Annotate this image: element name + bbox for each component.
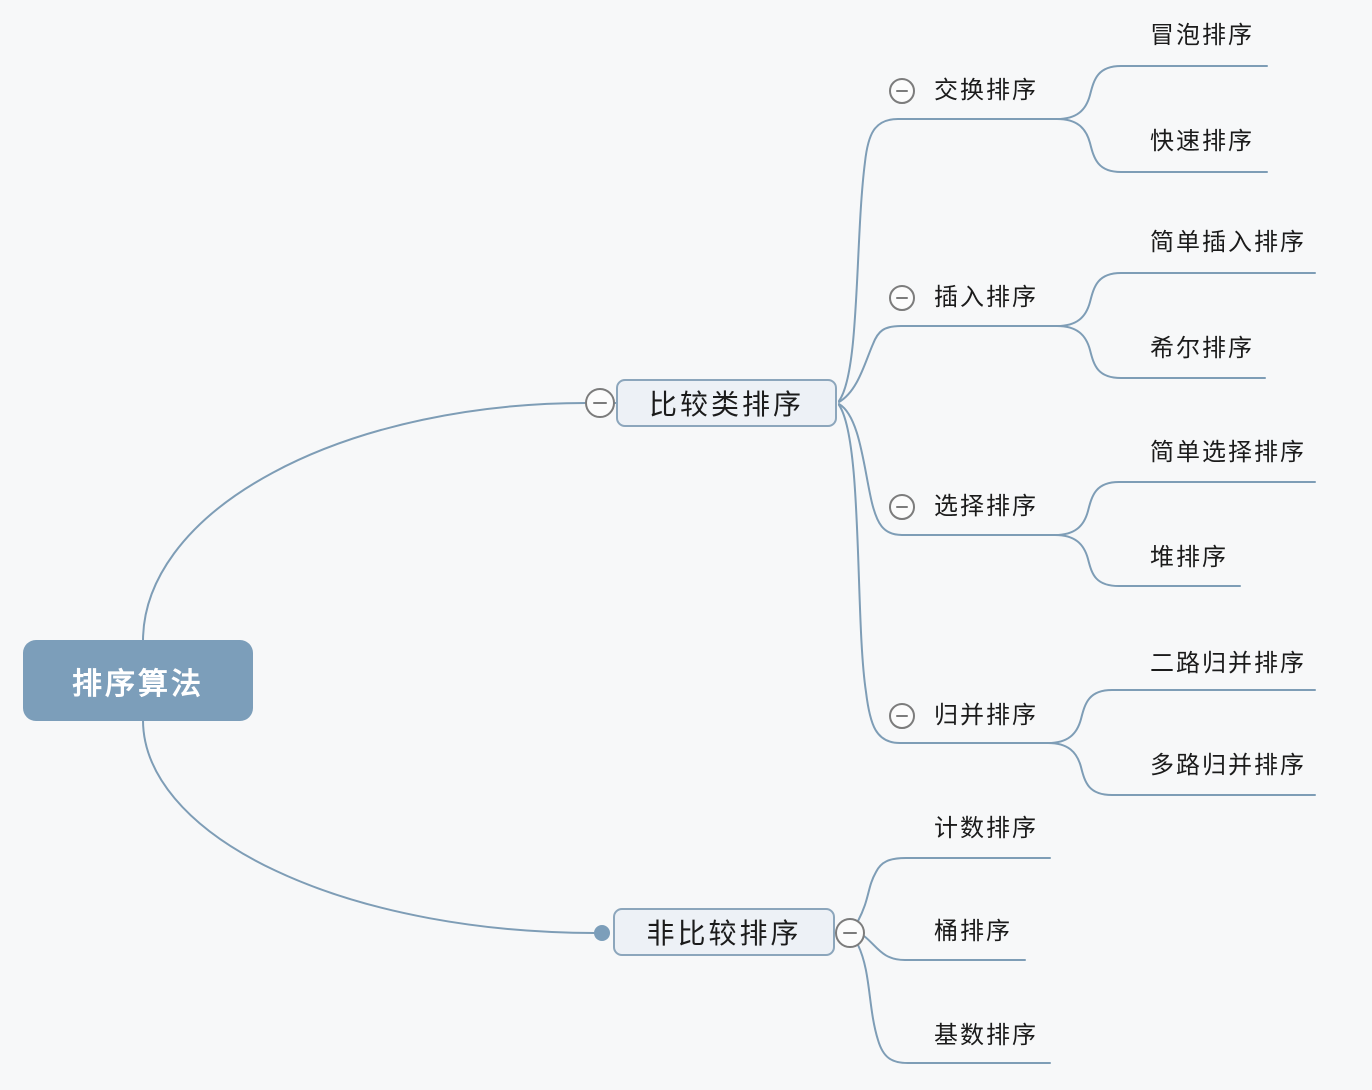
root-topic-sorting-algorithms[interactable]: 排序算法 bbox=[23, 640, 253, 721]
leaf-heap-sort[interactable]: 堆排序 bbox=[1150, 544, 1228, 571]
branch-non-comparison-sort-label: 非比较排序 bbox=[646, 918, 802, 949]
connector-bucket-sort bbox=[863, 935, 1026, 961]
branch-comparison-sort-label: 比较类排序 bbox=[648, 389, 804, 420]
connector-root-to-non-comparison bbox=[142, 719, 597, 935]
connector-bubble-sort bbox=[1056, 65, 1268, 120]
collapse-merge-sort-minus-icon[interactable] bbox=[889, 703, 915, 729]
connector-two-way-merge-sort bbox=[1047, 689, 1316, 744]
minus-bar bbox=[895, 90, 909, 92]
connector-merge-sort bbox=[838, 404, 1049, 744]
topic-selection-sort[interactable]: 选择排序 bbox=[934, 493, 1038, 520]
topic-merge-sort[interactable]: 归并排序 bbox=[934, 702, 1038, 729]
leaf-quick-sort[interactable]: 快速排序 bbox=[1150, 128, 1254, 155]
branch-comparison-sort[interactable]: 比较类排序 bbox=[616, 379, 837, 427]
root-topic-label: 排序算法 bbox=[72, 667, 204, 701]
connector-root-to-comparison bbox=[142, 402, 587, 642]
connector-multi-way-merge-sort bbox=[1047, 742, 1316, 796]
minus-bar bbox=[895, 715, 909, 717]
minus-bar bbox=[592, 402, 608, 404]
leaf-simple-insertion-sort[interactable]: 简单插入排序 bbox=[1150, 229, 1306, 256]
topic-exchange-sort[interactable]: 交换排序 bbox=[934, 77, 1038, 104]
leaf-multi-way-merge-sort[interactable]: 多路归并排序 bbox=[1150, 752, 1306, 779]
collapse-non-comparison-sort-minus-icon[interactable] bbox=[835, 918, 865, 948]
leaf-two-way-merge-sort[interactable]: 二路归并排序 bbox=[1150, 650, 1306, 677]
collapse-insertion-sort-minus-icon[interactable] bbox=[889, 285, 915, 311]
connector-exchange-sort bbox=[838, 118, 1058, 402]
connector-simple-insertion-sort bbox=[1056, 272, 1316, 327]
connector-selection-sort bbox=[838, 403, 1056, 536]
connector-heap-sort bbox=[1054, 534, 1241, 587]
connector-shell-sort bbox=[1056, 325, 1266, 379]
connector-counting-sort bbox=[857, 857, 1051, 922]
collapse-selection-sort-minus-icon[interactable] bbox=[889, 494, 915, 520]
collapse-exchange-sort-minus-icon[interactable] bbox=[889, 78, 915, 104]
minus-bar bbox=[895, 506, 909, 508]
leaf-radix-sort[interactable]: 基数排序 bbox=[934, 1022, 1038, 1049]
minus-bar bbox=[895, 297, 909, 299]
branch-non-comparison-sort[interactable]: 非比较排序 bbox=[613, 908, 835, 956]
topic-insertion-sort[interactable]: 插入排序 bbox=[934, 284, 1038, 311]
leaf-counting-sort[interactable]: 计数排序 bbox=[934, 815, 1038, 842]
connector-simple-selection-sort bbox=[1054, 481, 1316, 536]
leaf-bubble-sort[interactable]: 冒泡排序 bbox=[1150, 22, 1254, 49]
leaf-simple-selection-sort[interactable]: 简单选择排序 bbox=[1150, 439, 1306, 466]
connector-radix-sort bbox=[857, 944, 1051, 1064]
connector-insertion-sort bbox=[838, 325, 1058, 403]
leaf-shell-sort[interactable]: 希尔排序 bbox=[1150, 335, 1254, 362]
collapse-comparison-sort-minus-icon[interactable] bbox=[585, 388, 615, 418]
minus-bar bbox=[842, 932, 858, 934]
leaf-bucket-sort[interactable]: 桶排序 bbox=[934, 918, 1012, 945]
connector-quick-sort bbox=[1056, 118, 1268, 173]
branch-anchor-dot bbox=[594, 925, 610, 941]
